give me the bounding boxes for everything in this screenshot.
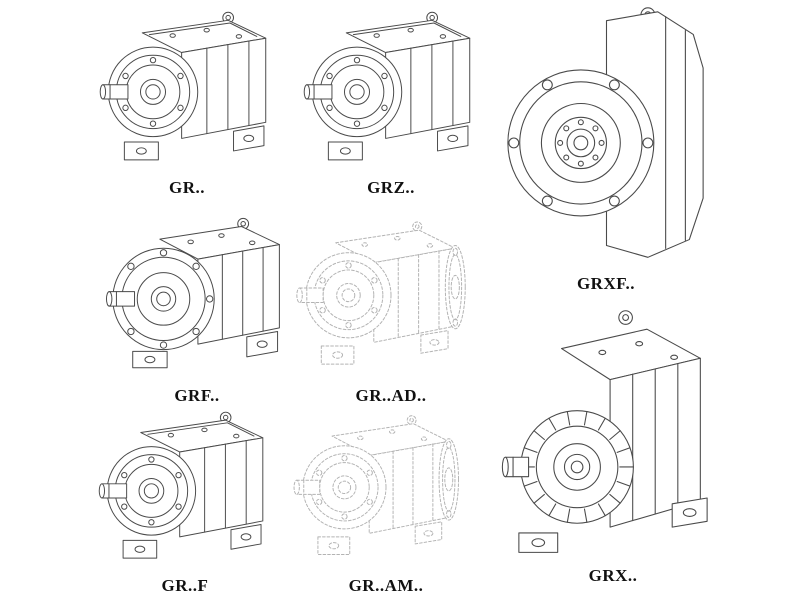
figure-label-grx: GRX.. — [588, 566, 638, 585]
grz-gear-unit-drawing — [300, 6, 482, 176]
figure-gr-f: GR..F — [90, 406, 280, 596]
figure-label-gr-f: GR..F — [161, 576, 209, 595]
figure-grxf: GRXF.. — [500, 4, 712, 294]
gr-gear-unit-drawing — [92, 6, 282, 176]
figure-grx: GRX.. — [500, 302, 726, 586]
figure-label-gr-am: GR..AM.. — [348, 576, 424, 595]
grf-gear-unit-drawing — [98, 212, 296, 384]
gr-ad-gear-unit-drawing — [292, 212, 490, 384]
figure-gr-ad: GR..AD.. — [292, 212, 490, 406]
grxf-gear-unit-drawing — [500, 4, 712, 272]
figure-label-grxf: GRXF.. — [576, 274, 636, 293]
figure-grz: GRZ.. — [300, 6, 482, 198]
gr-f-gear-unit-drawing — [90, 406, 280, 574]
gr-am-gear-unit-drawing — [288, 406, 484, 574]
figure-label-grz: GRZ.. — [367, 178, 415, 197]
figure-label-gr-ad: GR..AD.. — [355, 386, 427, 405]
figure-label-gr: GR.. — [169, 178, 205, 197]
figure-grf: GRF.. — [98, 212, 296, 406]
figure-label-grf: GRF.. — [174, 386, 220, 405]
figure-gr: GR.. — [92, 6, 282, 198]
grx-gear-unit-drawing — [500, 302, 726, 564]
figure-gr-am: GR..AM.. — [288, 406, 484, 596]
